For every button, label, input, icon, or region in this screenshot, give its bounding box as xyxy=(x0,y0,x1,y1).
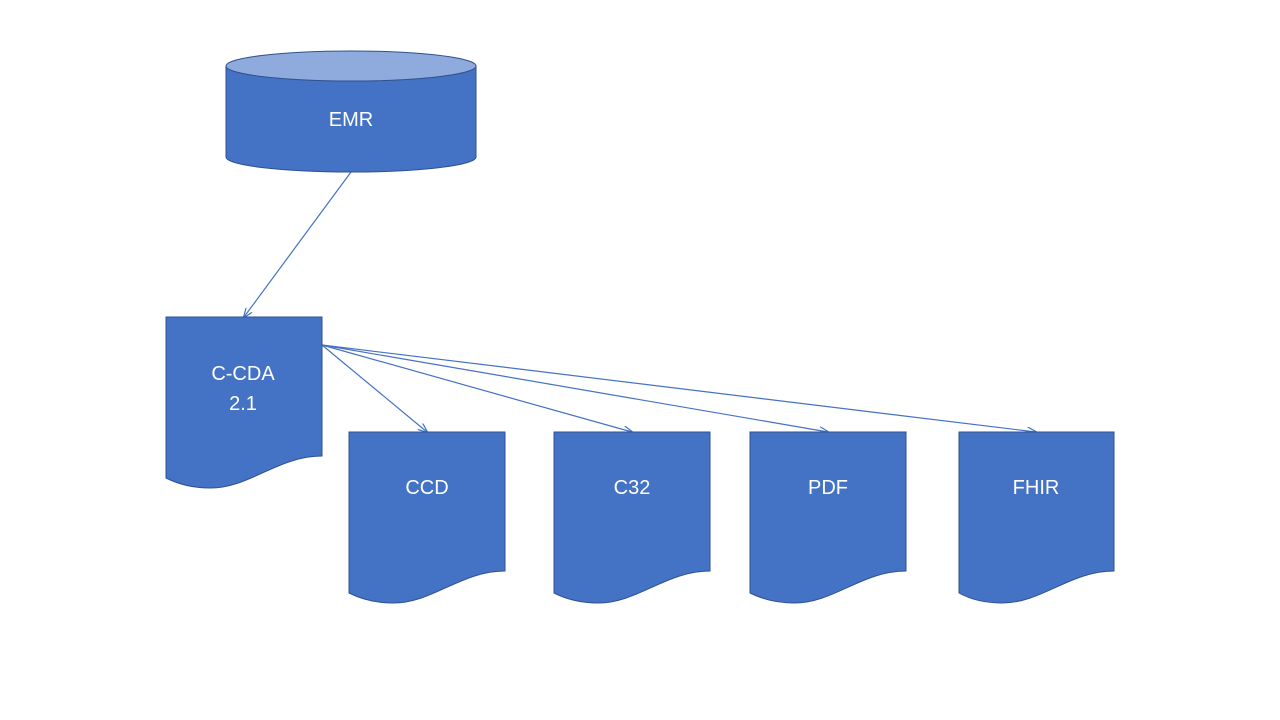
fhir-document-shape xyxy=(958,431,1115,604)
ccd-document-shape xyxy=(348,431,506,604)
c32-document-node: C32 xyxy=(553,431,711,604)
edge-ccda-to-pdf xyxy=(321,344,828,432)
pdf-document-node: PDF xyxy=(749,431,907,604)
edge-emr-to-ccda xyxy=(244,171,352,317)
connectors xyxy=(244,171,1036,432)
fhir-document-node: FHIR xyxy=(958,431,1115,604)
ccda-label-line2: 2.1 xyxy=(229,393,257,415)
fhir-label: FHIR xyxy=(1013,477,1060,499)
ccda-document-shape xyxy=(165,316,323,489)
edge-ccda-to-ccd xyxy=(321,344,427,432)
edge-ccda-to-fhir xyxy=(321,344,1036,432)
emr-label: EMR xyxy=(329,109,373,131)
edge-ccda-to-c32 xyxy=(321,344,632,432)
c32-document-shape xyxy=(553,431,711,604)
ccda-label-line1: C-CDA xyxy=(211,363,275,385)
pdf-label: PDF xyxy=(808,477,848,499)
ccda-document-node: C-CDA 2.1 xyxy=(165,316,323,489)
pdf-document-shape xyxy=(749,431,907,604)
emr-cylinder-top xyxy=(225,50,477,82)
emr-database-node: EMR xyxy=(225,50,477,173)
ccd-label: CCD xyxy=(405,477,448,499)
emr-cylinder-body xyxy=(225,65,477,173)
ccd-document-node: CCD xyxy=(348,431,506,604)
c32-label: C32 xyxy=(614,477,651,499)
